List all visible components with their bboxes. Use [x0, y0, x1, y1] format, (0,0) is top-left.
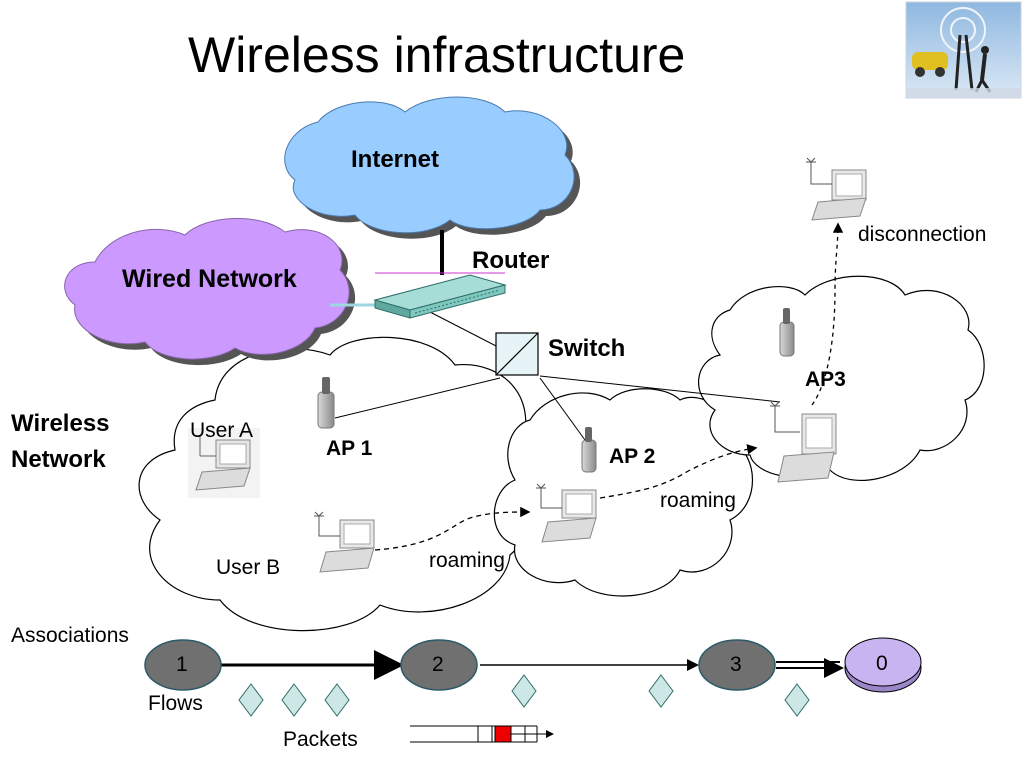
- roaming-label-2: roaming: [660, 489, 736, 512]
- association-node-1-label: 1: [176, 653, 188, 676]
- wired-network-cloud: [64, 217, 356, 366]
- ap2-label: AP 2: [609, 445, 656, 468]
- association-node-0-label: 0: [876, 652, 888, 675]
- laptop-disconnected: [806, 157, 867, 221]
- association-node-1: [144, 639, 222, 691]
- router-device: [373, 274, 507, 319]
- switch-ap2-link: [539, 377, 586, 441]
- association-node-3: [698, 639, 776, 691]
- corner-illustration: [905, 1, 1022, 99]
- router-switch-link: [429, 311, 501, 349]
- association-node-2: [400, 639, 478, 691]
- flow-diamonds: [238, 674, 810, 717]
- switch-ap3-link: [539, 375, 781, 403]
- wireless-cloud-ap1: [138, 336, 543, 632]
- wireless-network-label-line1: Wireless: [11, 410, 110, 437]
- association-node-3-label: 3: [730, 653, 742, 676]
- router-label: Router: [472, 247, 550, 274]
- association-node-0: [844, 637, 922, 693]
- flow-diamond: [784, 683, 810, 717]
- page-title: Wireless infrastructure: [188, 27, 686, 83]
- laptop-user-b: [314, 511, 375, 573]
- packet-queue: [410, 725, 554, 743]
- flows-label: Flows: [148, 692, 203, 715]
- laptop-user-a: [188, 428, 260, 498]
- flow-diamond: [281, 683, 307, 717]
- internet-label: Internet: [351, 146, 440, 173]
- user-b-label: User B: [216, 556, 281, 579]
- user-a-label: User A: [190, 419, 254, 442]
- ap3-device: [779, 308, 795, 357]
- internet-cloud: [284, 96, 581, 239]
- roaming-path-1: [374, 506, 531, 551]
- packets-label: Packets: [283, 728, 358, 751]
- wireless-network-label-line2: Network: [11, 446, 106, 473]
- roaming-label-1: roaming: [429, 549, 505, 572]
- association-node-2-label: 2: [432, 653, 444, 676]
- flow-diamond: [648, 674, 674, 708]
- flow-diamond: [324, 683, 350, 717]
- wireless-cloud-ap3: [698, 275, 985, 481]
- wireless-cloud-ap2: [493, 388, 753, 597]
- laptop-ap2: [536, 483, 597, 543]
- flow-diamond: [238, 683, 264, 717]
- switch-ap1-link: [334, 377, 501, 419]
- associations-label: Associations: [11, 624, 129, 647]
- disconnection-path: [811, 222, 844, 406]
- packet-highlight: [494, 725, 512, 743]
- ap1-device: [317, 377, 335, 429]
- disconnection-label: disconnection: [858, 223, 987, 246]
- switch-label: Switch: [548, 335, 626, 362]
- wired-network-label: Wired Network: [122, 265, 297, 293]
- laptop-ap3: [770, 401, 837, 483]
- roaming-path-2: [599, 444, 758, 499]
- flow-diamond: [511, 674, 537, 708]
- ap3-label: AP3: [805, 368, 846, 391]
- ap1-label: AP 1: [326, 437, 373, 460]
- switch-device: [495, 332, 539, 376]
- ap2-device: [581, 427, 597, 473]
